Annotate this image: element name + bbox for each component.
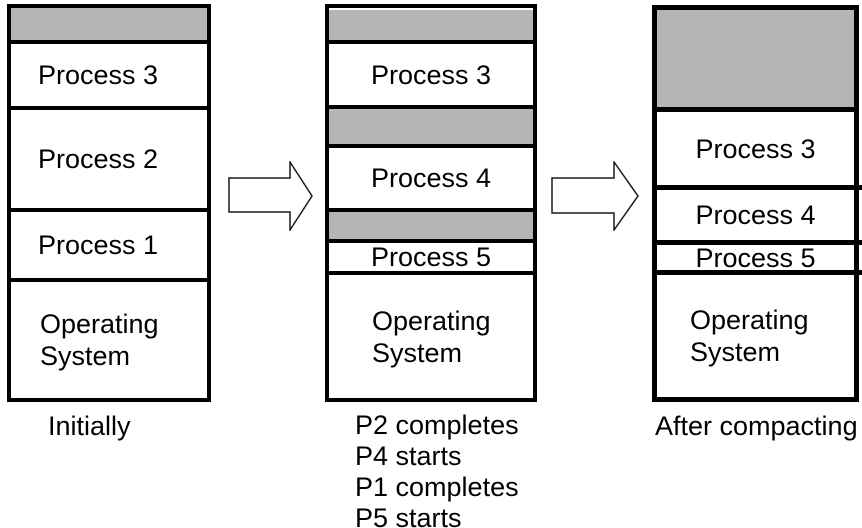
process-3-block: Process 3	[657, 112, 854, 190]
caption-line: P4 starts	[355, 441, 462, 471]
free-memory-hole	[329, 10, 533, 44]
divider-extension	[852, 240, 862, 245]
arrow-right-icon	[551, 161, 639, 231]
operating-system-label: Operating System	[372, 305, 491, 368]
caption-line: P5 starts	[355, 503, 462, 528]
process-5-label: Process 5	[370, 242, 492, 272]
process-5-label: Process 5	[695, 242, 816, 273]
process-5-block: Process 5	[657, 242, 854, 275]
memory-column-after-compacting: Process 3 Process 4 Process 5 Operating …	[652, 5, 859, 402]
process-4-block: Process 4	[329, 148, 533, 212]
process-1-block: Process 1	[11, 212, 207, 282]
operating-system-block: Operating System	[657, 275, 854, 397]
caption-line: P1 completes	[355, 472, 519, 502]
spacer	[329, 8, 533, 10]
process-3-label: Process 3	[695, 133, 816, 164]
caption-after-compacting: After compacting	[655, 411, 858, 441]
process-3-label: Process 3	[38, 60, 159, 90]
free-memory-hole	[11, 8, 207, 44]
memory-column-initially: Process 3 Process 2 Process 1 Operating …	[7, 4, 211, 402]
operating-system-block: Operating System	[329, 275, 533, 398]
caption-initially: Initially	[48, 411, 131, 441]
process-4-label: Process 4	[370, 163, 492, 193]
process-3-label: Process 3	[370, 59, 492, 90]
process-2-block: Process 2	[11, 110, 207, 212]
free-memory-hole	[329, 212, 533, 243]
operating-system-label: Operating System	[690, 305, 809, 367]
free-memory-hole	[657, 10, 854, 112]
process-5-block: Process 5	[329, 243, 533, 275]
process-2-label: Process 2	[38, 144, 159, 174]
operating-system-block: Operating System	[11, 282, 207, 398]
process-3-block: Process 3	[11, 44, 207, 110]
free-memory-hole	[329, 109, 533, 148]
caption-line: P2 completes	[355, 410, 519, 440]
operating-system-label: Operating System	[40, 309, 159, 371]
memory-column-middle: Process 3 Process 4 Process 5 Operating …	[325, 4, 537, 402]
process-4-block: Process 4	[657, 190, 854, 245]
caption-middle-events: P2 completes P4 starts P1 completes P5 s…	[355, 410, 519, 528]
process-3-block: Process 3	[329, 44, 533, 109]
process-1-label: Process 1	[38, 230, 159, 260]
divider-extension	[852, 185, 862, 190]
divider-extension	[852, 270, 862, 275]
arrow-right-icon	[228, 161, 313, 231]
process-4-label: Process 4	[695, 200, 816, 230]
